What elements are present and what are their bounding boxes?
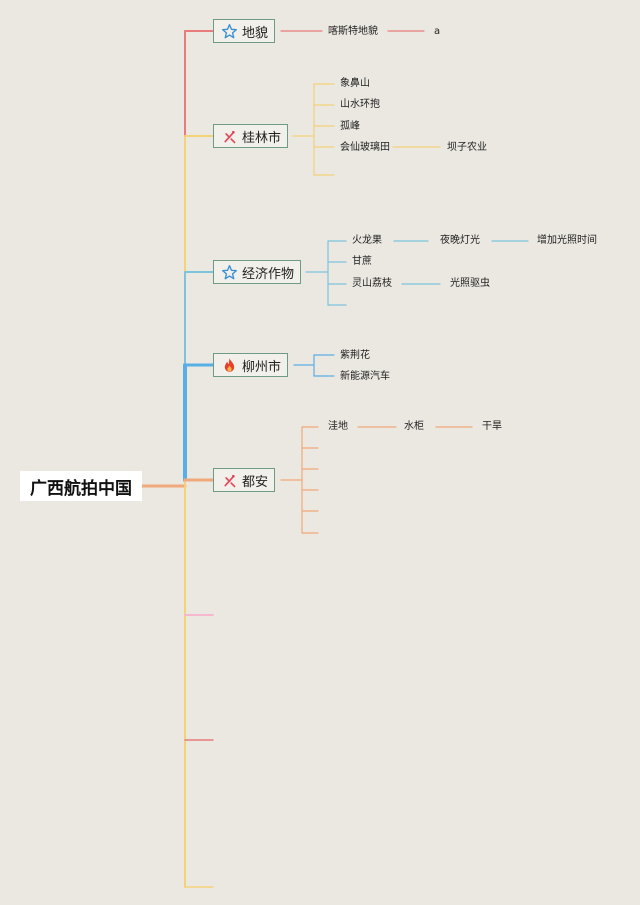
tools-icon	[221, 128, 238, 145]
leaf-node[interactable]: 坝子农业	[447, 142, 487, 153]
branch-label: 经济作物	[242, 266, 295, 282]
leaf-node[interactable]: 灵山荔枝	[352, 278, 392, 289]
branch-label: 桂林市	[242, 130, 282, 146]
branch-node-landform[interactable]: 地貌	[213, 19, 276, 43]
branch-node-cash-crops[interactable]: 经济作物	[213, 260, 302, 284]
leaf-node[interactable]: 火龙果	[352, 235, 382, 246]
leaf-node[interactable]: 甘蔗	[352, 256, 372, 267]
branch-node-guilin[interactable]: 桂林市	[213, 124, 289, 148]
leaf-node[interactable]: 干旱	[482, 421, 502, 432]
branch-node-liuzhou[interactable]: 柳州市	[213, 353, 289, 377]
leaf-node[interactable]: 象鼻山	[340, 78, 370, 89]
leaf-node[interactable]: 孤峰	[340, 121, 360, 132]
fire-icon	[221, 357, 238, 374]
branch-label: 地貌	[242, 25, 269, 41]
leaf-node[interactable]: 山水环抱	[340, 99, 380, 110]
star-icon	[221, 264, 238, 281]
leaf-node[interactable]: 水柜	[404, 421, 424, 432]
leaf-node[interactable]: 会仙玻璃田	[340, 142, 390, 153]
root-node-label: 广西航拍中国	[30, 478, 132, 499]
leaf-node[interactable]: 夜晚灯光	[440, 235, 480, 246]
leaf-node[interactable]: 紫荆花	[340, 350, 370, 361]
leaf-node[interactable]: 喀斯特地貌	[328, 26, 378, 37]
branch-label: 柳州市	[242, 359, 282, 375]
branch-node-duan[interactable]: 都安	[213, 468, 276, 492]
leaf-node[interactable]: 洼地	[328, 421, 348, 432]
leaf-node[interactable]: 光照驱虫	[450, 278, 490, 289]
star-icon	[221, 23, 238, 40]
leaf-node[interactable]: a	[434, 26, 441, 37]
leaf-node[interactable]: 新能源汽车	[340, 371, 390, 382]
branch-label: 都安	[242, 474, 269, 490]
leaf-node[interactable]: 增加光照时间	[537, 235, 597, 246]
tools-icon	[221, 472, 238, 489]
root-node[interactable]: 广西航拍中国	[20, 471, 142, 501]
